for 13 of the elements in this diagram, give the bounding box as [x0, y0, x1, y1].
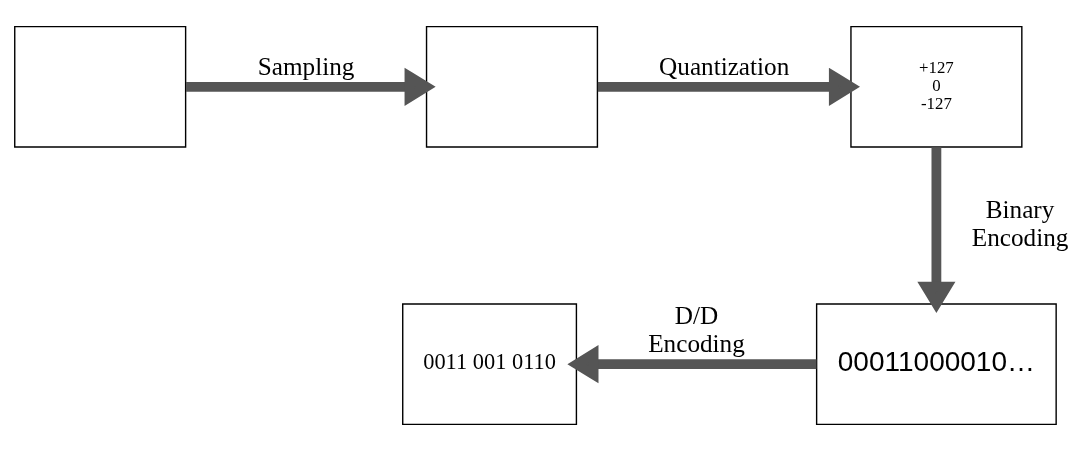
arrow [567, 344, 817, 383]
node-box: 0011 001 0110 [402, 302, 578, 425]
arrow [186, 67, 436, 106]
edge-label: Sampling [257, 52, 355, 80]
arrow [597, 67, 860, 106]
node-box [425, 25, 599, 148]
edge-label: Quantization [659, 52, 790, 80]
node-box: +127 0 -127 [850, 25, 1023, 148]
edge-label: D/D Encoding [648, 301, 745, 357]
node-box: 00011000010… [815, 302, 1057, 425]
arrow [917, 146, 956, 313]
node-box [14, 25, 187, 148]
edge-label: Binary Encoding [971, 195, 1069, 251]
